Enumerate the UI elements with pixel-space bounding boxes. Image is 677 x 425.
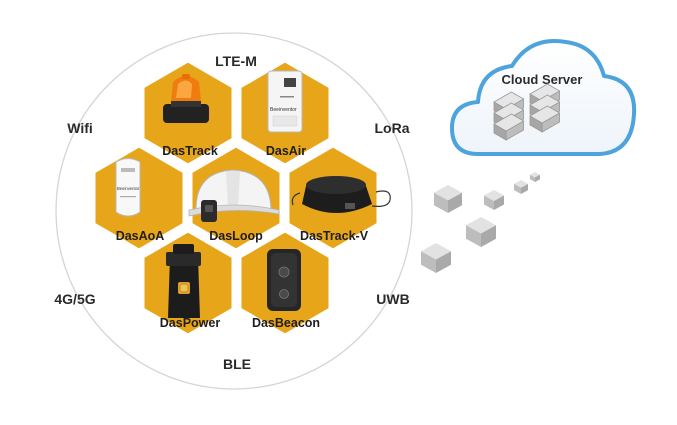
- connectivity-circle: [55, 32, 413, 390]
- cloud-server-icon: Cloud Server: [450, 39, 637, 156]
- data-cube: [434, 185, 462, 213]
- device-label-dasbeacon: DasBeacon: [252, 316, 320, 330]
- device-label-dasair: DasAir: [266, 144, 306, 158]
- server-stack-icon: [493, 83, 561, 141]
- dasair-brand-mark: Beeinventor: [270, 107, 297, 113]
- device-label-dastrack: DasTrack: [162, 144, 218, 158]
- device-label-dastrack-v: DasTrack-V: [300, 229, 369, 243]
- device-illustrations: Beeinventor Beeinventor: [115, 70, 391, 318]
- daspower-device-icon: [166, 244, 201, 318]
- dasbeacon-device-icon: [267, 249, 301, 311]
- protocol-label-lte-m: LTE-M: [215, 53, 257, 69]
- data-cubes: [421, 172, 540, 273]
- dastrack-v-device-icon: [291, 176, 391, 213]
- device-label-daspower: DasPower: [160, 316, 221, 330]
- device-label-dasloop: DasLoop: [209, 229, 263, 243]
- protocol-label-4g-5g: 4G/5G: [54, 291, 96, 307]
- protocol-label-lora: LoRa: [374, 120, 410, 136]
- dasaoa-device-icon: Beeinventor: [115, 158, 141, 217]
- dastrack-device-icon: [163, 74, 209, 123]
- data-cube: [421, 243, 451, 273]
- cloud-server-title: Cloud Server: [502, 72, 583, 87]
- data-cube: [514, 180, 528, 194]
- dasloop-device-icon: [188, 169, 280, 222]
- data-cube: [466, 217, 496, 247]
- dasaoa-brand-mark: Beeinventor: [117, 186, 140, 191]
- data-cube: [484, 190, 504, 210]
- protocol-label-uwb: UWB: [376, 291, 410, 307]
- device-label-dasaoa: DasAoA: [116, 229, 165, 243]
- data-cube: [530, 172, 540, 182]
- dasair-device-icon: Beeinventor: [267, 70, 303, 133]
- protocol-label-wifi: Wifi: [67, 120, 93, 136]
- protocol-label-ble: BLE: [223, 356, 251, 372]
